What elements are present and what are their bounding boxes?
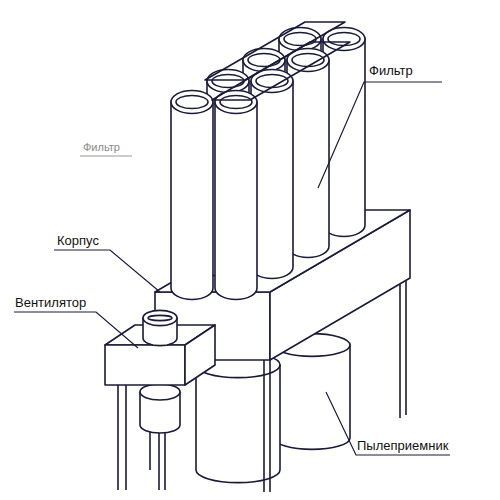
fan-unit	[105, 310, 215, 490]
dust-bin	[196, 352, 280, 482]
part-label: Вентилятор	[14, 296, 87, 310]
filter-cartridge	[215, 90, 257, 299]
fan-leg	[125, 384, 127, 490]
leader-line	[318, 82, 442, 188]
leader-line	[14, 312, 138, 348]
fan-front	[105, 345, 185, 385]
part-label: Фильтр	[368, 64, 414, 78]
part-label: Корпус	[56, 234, 100, 248]
top-frame	[205, 22, 350, 100]
support-leg	[405, 278, 407, 415]
leader-line	[326, 392, 450, 455]
fan-outlet	[143, 310, 177, 345]
leader-line	[80, 155, 132, 156]
watermark-text: Фильтр	[82, 141, 121, 153]
fan-leg	[117, 380, 119, 490]
fan-motor	[140, 384, 180, 433]
support-leg	[269, 360, 271, 492]
part-label: Пылеприемник	[356, 439, 449, 453]
support-leg	[399, 282, 401, 418]
filter-cartridge	[171, 90, 213, 299]
fan-side	[185, 325, 215, 385]
support-leg	[263, 360, 265, 492]
leader-line	[54, 250, 160, 292]
